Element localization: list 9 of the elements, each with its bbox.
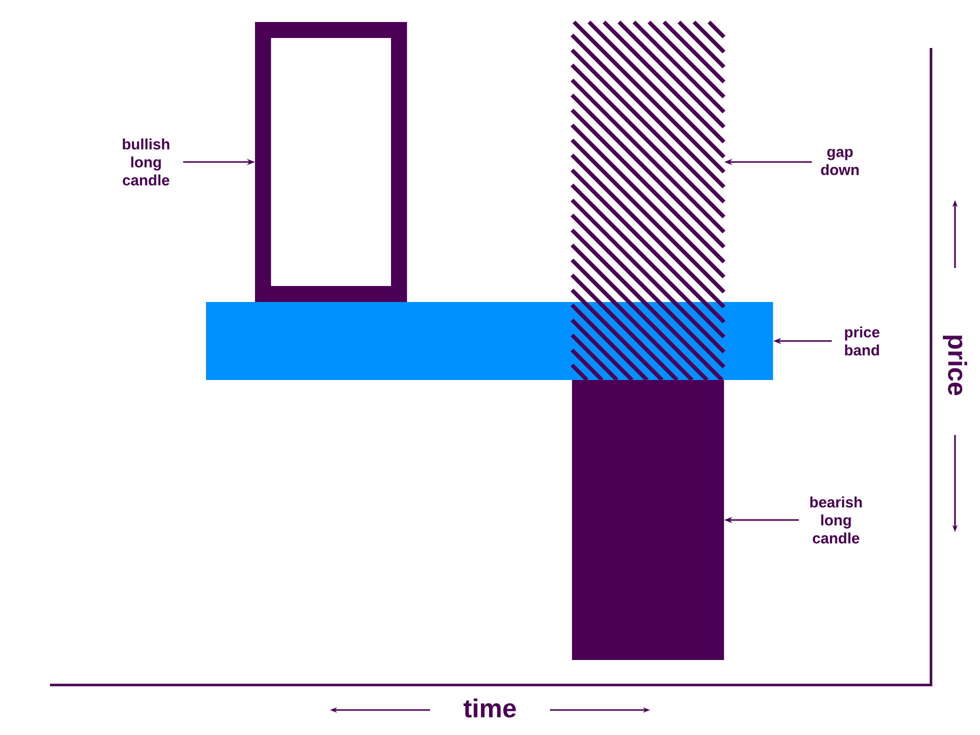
callout-text: bearish long candle xyxy=(810,496,862,544)
callout-text: bullish long candle xyxy=(122,138,170,186)
callout-text: gap down xyxy=(821,148,859,176)
axis-label: price xyxy=(942,336,968,396)
candle-body xyxy=(255,22,407,302)
candle-body xyxy=(572,380,724,660)
callout-text: price band xyxy=(845,326,880,356)
hatched-gap xyxy=(570,20,726,382)
axis-label: time xyxy=(464,698,516,718)
